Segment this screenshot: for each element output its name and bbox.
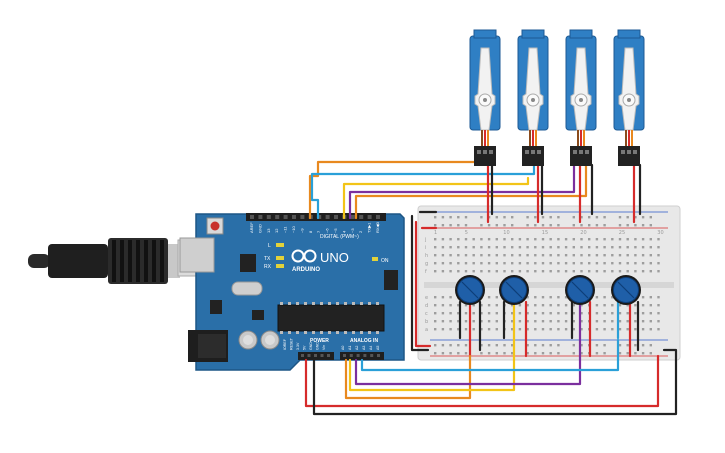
digital-pin-label: ~9: [299, 228, 304, 233]
wire-yellow-servo2b: [342, 176, 530, 220]
bb-row-letter: d: [425, 303, 428, 309]
wires: [304, 153, 678, 416]
analog-pin-label: A4: [369, 346, 373, 350]
power-pin-label: IOREF: [283, 338, 287, 350]
bb-row-letter: a: [425, 327, 428, 333]
digital-pin-label: GND: [257, 224, 262, 233]
digital-pin-label: ~6: [325, 228, 330, 233]
power-pin-label: GND: [309, 342, 313, 350]
digital-pin-label: ~10: [291, 225, 296, 233]
servo-motor[interactable]: [469, 29, 501, 166]
potentiometer-knob[interactable]: [499, 275, 529, 305]
potentiometer-knob[interactable]: [565, 275, 595, 305]
bb-row-letter: e: [425, 295, 428, 301]
bb-row-letter: h: [425, 253, 428, 259]
digital-pin-label: 2: [358, 230, 363, 233]
digital-pin-label: 13: [266, 228, 271, 233]
digital-pin-label: 7: [316, 230, 321, 233]
analog-pin-label: A3: [362, 346, 366, 350]
led-label-l: L: [268, 243, 271, 249]
bb-row-letter: b: [425, 319, 428, 325]
bb-column-number: 15: [542, 230, 548, 236]
bb-column-number: 1: [434, 230, 437, 236]
analog-pin-label: A0: [341, 346, 345, 350]
led-label-rx: RX: [264, 264, 272, 270]
servo-motor[interactable]: [565, 29, 597, 166]
reset-button[interactable]: [210, 221, 220, 231]
bb-column-number: 10: [503, 230, 509, 236]
digital-header: [246, 213, 386, 221]
power-pin-label: 3.3V: [296, 342, 300, 350]
digital-pin-label: AREF: [249, 222, 254, 233]
digital-pin-label: RX◀0: [375, 221, 380, 233]
analog-header: [340, 352, 384, 360]
bb-row-letter: g: [425, 261, 428, 267]
arduino-uno-board: L TX RX ON ARDUINO UNO DIGITAL (PWM~) PO…: [179, 213, 405, 371]
digital-label: DIGITAL (PWM~): [320, 234, 359, 240]
bb-column-number: 25: [619, 230, 625, 236]
servo-motor[interactable]: [613, 29, 645, 166]
brand-label: ARDUINO: [292, 267, 320, 273]
analog-pin-label: A2: [355, 346, 359, 350]
bb-row-letter: i: [425, 245, 426, 251]
digital-pin-label: ~3: [350, 228, 355, 233]
bb-column-number: 20: [580, 230, 586, 236]
analog-label: ANALOG IN: [350, 338, 378, 344]
potentiometer-knob[interactable]: [611, 275, 641, 305]
led-label-tx: TX: [264, 256, 271, 262]
power-pin-label: GND: [316, 342, 320, 350]
digital-pin-label: TX▶1: [367, 222, 372, 233]
analog-pin-label: A1: [348, 346, 352, 350]
on-label: ON: [381, 258, 389, 264]
bb-row-letter: j: [424, 237, 426, 243]
bb-column-number: 30: [657, 230, 663, 236]
wire-orange-servo3b: [354, 158, 588, 220]
potentiometer-knob[interactable]: [455, 275, 485, 305]
servo-motor[interactable]: [517, 29, 549, 166]
bb-column-number: 5: [465, 230, 468, 236]
wire-blue-servo2-signal: [310, 158, 536, 220]
digital-pin-label: 8: [308, 230, 313, 233]
digital-pin-label: 4: [341, 230, 346, 233]
bb-row-letter: f: [425, 269, 427, 275]
atmega-chip: [277, 304, 385, 332]
bb-row-letter: c: [425, 311, 428, 317]
analog-pin-label: A5: [376, 346, 380, 350]
digital-pin-label: ~11: [283, 226, 288, 233]
power-label: POWER: [310, 338, 329, 344]
digital-pin-label: ~5: [333, 228, 338, 233]
digital-pin-label: 12: [274, 228, 279, 233]
power-pin-label: Vin: [322, 345, 326, 350]
wire-purple-servo3-signal: [348, 158, 576, 220]
power-pin-label: RESET: [290, 337, 294, 350]
power-pin-label: 5V: [303, 345, 307, 350]
model-label: UNO: [320, 250, 349, 265]
arduino-logo-icon: [291, 249, 317, 263]
